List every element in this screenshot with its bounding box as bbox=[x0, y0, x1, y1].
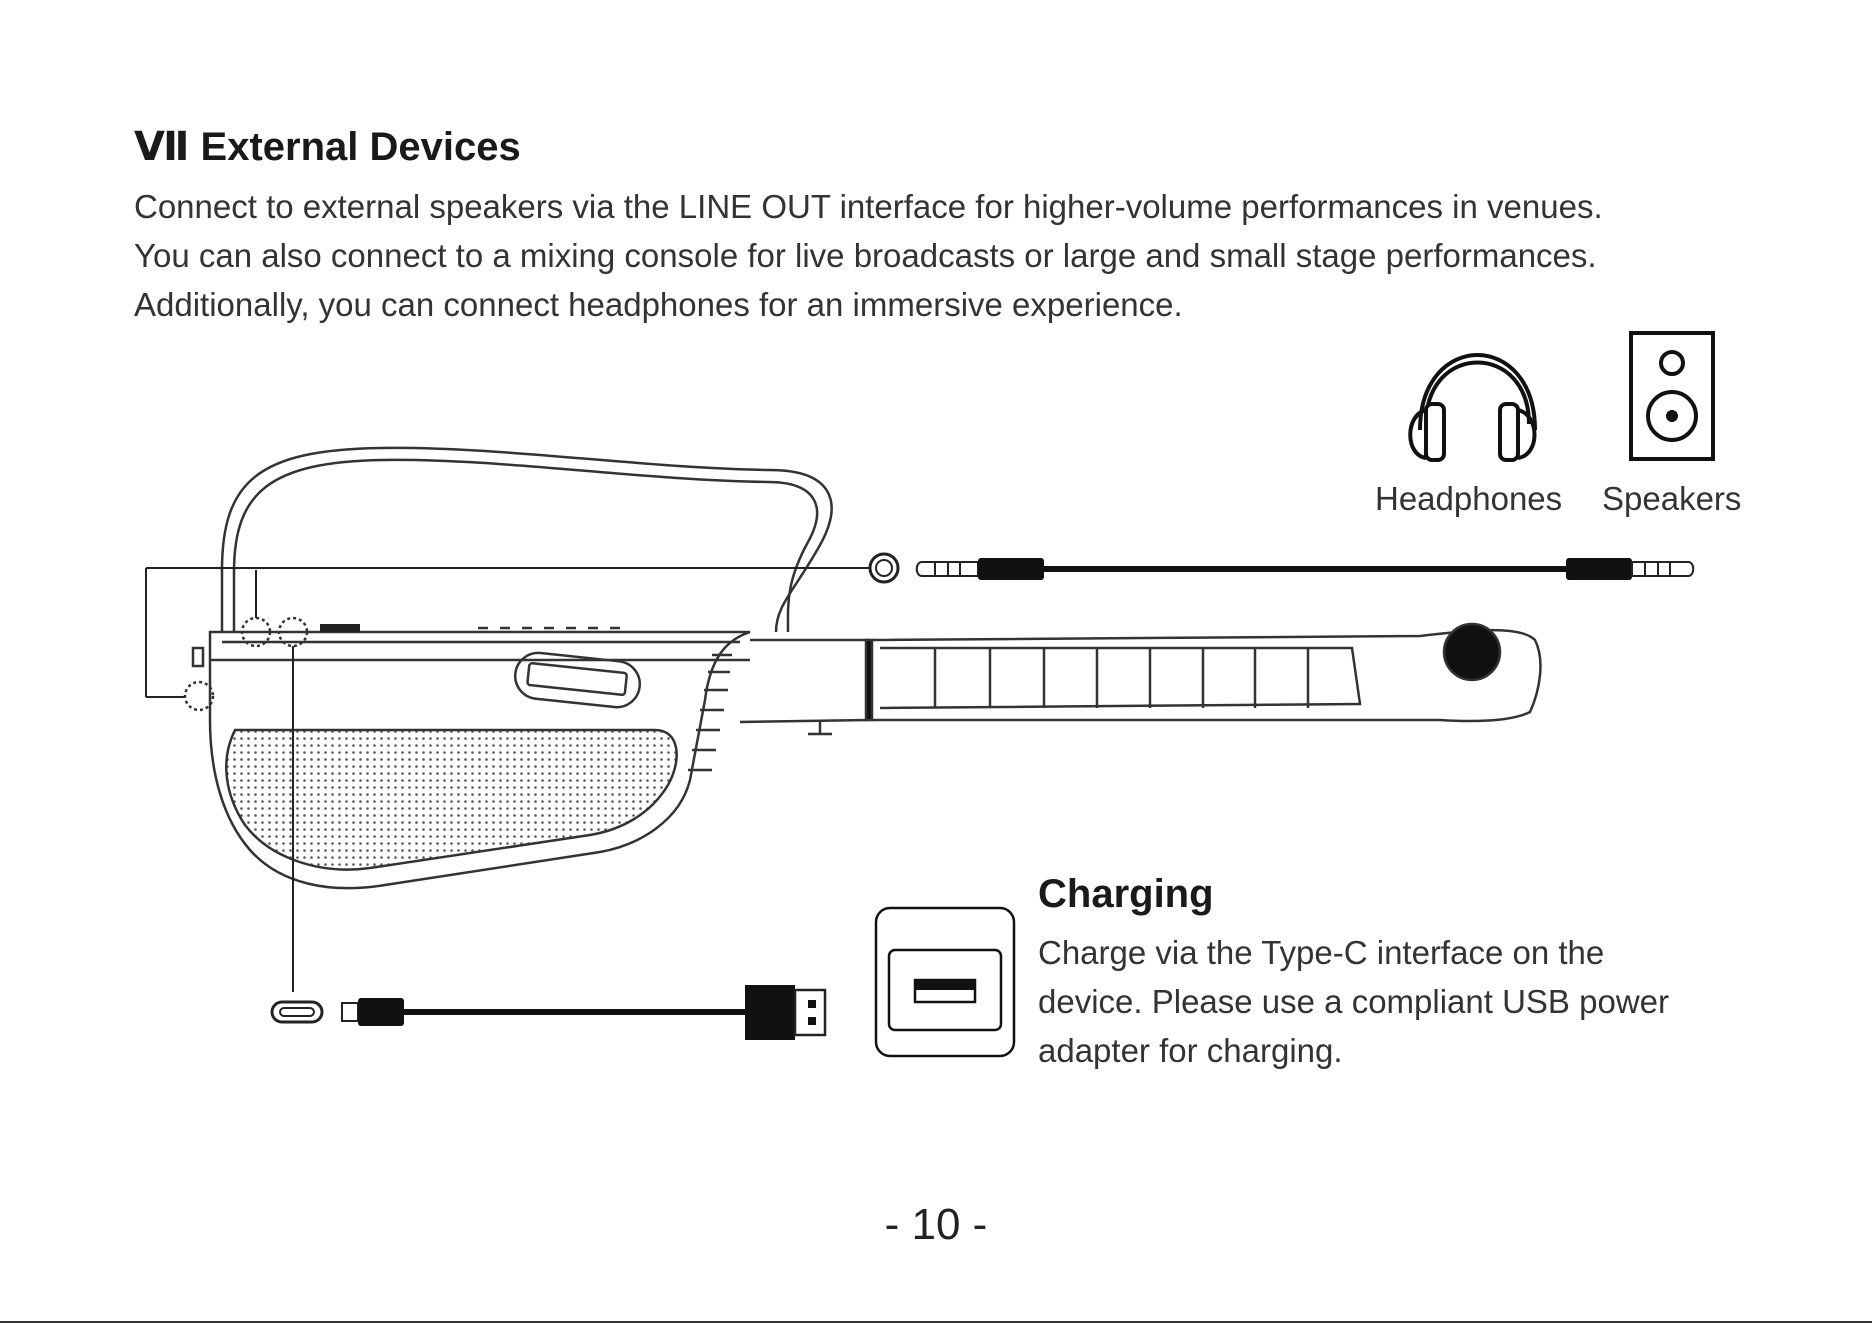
usb-adapter-icon bbox=[874, 906, 1016, 1058]
guitar-strap bbox=[220, 446, 833, 633]
audio-cable bbox=[868, 552, 1695, 584]
intro-paragraph: Connect to external speakers via the LIN… bbox=[134, 182, 1774, 329]
guitar-body bbox=[183, 616, 751, 890]
headphones-icon bbox=[1408, 353, 1537, 462]
charging-line: Charge via the Type-C interface on the bbox=[1038, 934, 1605, 971]
headphones-label: Headphones bbox=[1375, 480, 1563, 517]
usb-cable bbox=[270, 985, 827, 1040]
section-title: Ⅶ External Devices bbox=[134, 125, 521, 169]
guitar-neck bbox=[739, 622, 1542, 736]
intro-line: Additionally, you can connect headphones… bbox=[134, 286, 1183, 323]
intro-line: Connect to external speakers via the LIN… bbox=[134, 188, 1603, 225]
intro-line: You can also connect to a mixing console… bbox=[134, 237, 1597, 274]
page-number: - 10 - bbox=[884, 1200, 988, 1249]
charging-line: device. Please use a compliant USB power bbox=[1038, 983, 1669, 1020]
charging-title: Charging bbox=[1038, 872, 1214, 916]
connector-lines bbox=[145, 567, 870, 992]
charging-line: adapter for charging. bbox=[1038, 1032, 1343, 1069]
bottom-rule bbox=[0, 1321, 1872, 1323]
speaker-icon bbox=[1629, 331, 1715, 461]
charging-paragraph: Charge via the Type-C interface on the d… bbox=[1038, 928, 1778, 1075]
speakers-label: Speakers bbox=[1602, 480, 1742, 517]
